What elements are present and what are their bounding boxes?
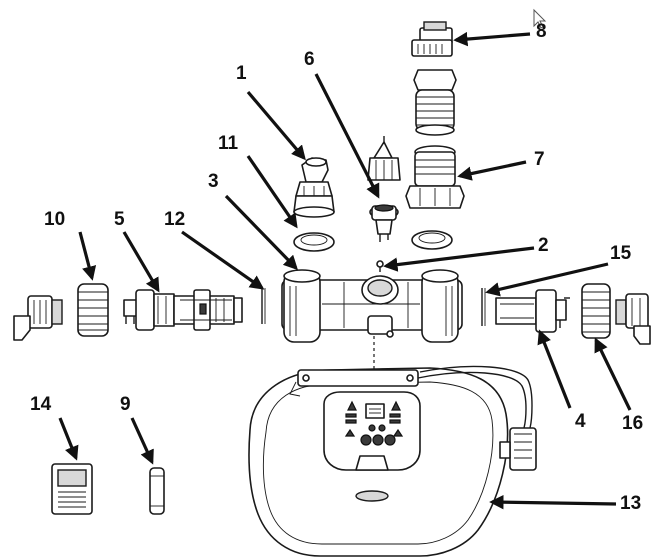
part-3-manifold	[281, 269, 463, 343]
right-o-ring	[411, 230, 453, 250]
callout-5: 5	[114, 209, 125, 230]
part-4-right-electrode	[495, 289, 570, 333]
part-6-sensor	[367, 136, 401, 242]
part-15-gasket	[481, 288, 486, 326]
callout-9: 9	[120, 394, 131, 415]
callout-4: 4	[575, 411, 586, 432]
control-panel-indicators	[344, 400, 404, 471]
callout-8: 8	[536, 21, 547, 42]
callout-16: 16	[622, 413, 644, 434]
part-5-left-electrode	[123, 289, 243, 331]
part-8-union-nut	[411, 21, 453, 57]
callout-13: 13	[620, 493, 642, 514]
part-2-screw	[376, 260, 384, 272]
part-12-gasket	[261, 288, 266, 324]
part-7-lower-union	[405, 145, 465, 209]
callout-12: 12	[164, 209, 186, 230]
callout-7: 7	[534, 149, 545, 170]
part-7-upper-union	[413, 69, 457, 136]
part-9-cap	[149, 467, 165, 515]
part-16-ring-nut	[581, 283, 611, 339]
callout-3: 3	[208, 171, 219, 192]
part-14-display-card	[51, 463, 93, 515]
part-13-control-housing	[248, 365, 537, 557]
left-cable-connector	[13, 295, 63, 341]
right-cable-connector	[615, 293, 651, 345]
callout-14: 14	[30, 394, 52, 415]
callout-6: 6	[304, 49, 315, 70]
callout-15: 15	[610, 243, 632, 264]
part-1-fitting	[293, 157, 335, 218]
callout-11: 11	[218, 133, 239, 154]
part-11-o-ring	[293, 232, 335, 252]
callout-10: 10	[44, 209, 66, 230]
part-10-ring-nut	[77, 283, 109, 337]
callout-2: 2	[538, 235, 549, 256]
callout-leader-lines	[58, 31, 632, 510]
callout-1: 1	[236, 63, 247, 84]
arrow-pointer-icon	[533, 8, 547, 29]
